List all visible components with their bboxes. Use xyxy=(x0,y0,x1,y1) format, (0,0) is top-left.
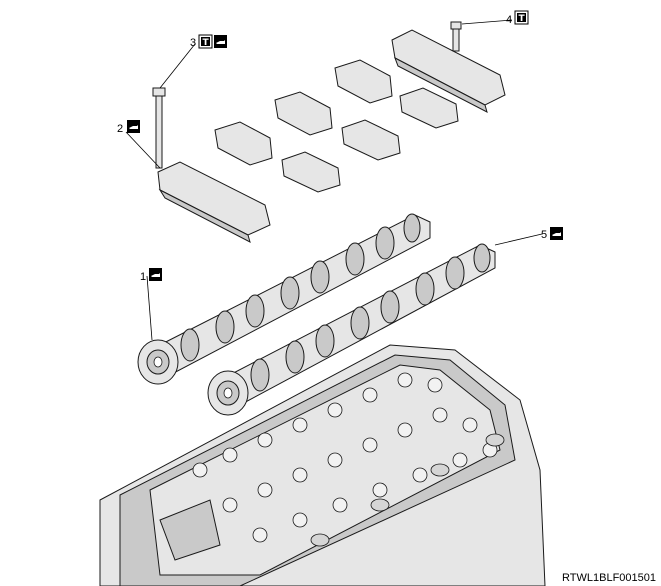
callout-3: 3 T xyxy=(190,34,227,49)
camshaft-5 xyxy=(207,243,496,416)
reference-code: RTWL1BLF001501 xyxy=(562,572,656,584)
callout-4: 4 T xyxy=(506,10,529,26)
leader-line-2 xyxy=(125,131,161,169)
callout-number: 2 xyxy=(117,123,123,135)
torque-letter: T xyxy=(203,38,210,48)
callout-number: 5 xyxy=(541,229,547,241)
torque-icon: T xyxy=(198,34,213,49)
callout-5: 5 xyxy=(541,227,563,241)
leader-line-4 xyxy=(461,19,513,25)
cylinder-head xyxy=(99,344,546,586)
callout-2: 2 xyxy=(117,120,140,135)
callout-number: 4 xyxy=(506,14,512,26)
leader-line-1 xyxy=(146,275,153,341)
torque-letter: T xyxy=(519,14,526,24)
bearing-caps xyxy=(157,29,506,243)
callout-number: 1 xyxy=(140,271,146,283)
oil-can-icon xyxy=(550,227,563,240)
leader-line-5 xyxy=(494,233,543,246)
oil-can-icon xyxy=(127,120,140,133)
oil-can-icon xyxy=(149,268,162,281)
bolt-item-3 xyxy=(152,87,166,169)
callout-number: 3 xyxy=(190,37,196,49)
torque-icon: T xyxy=(514,10,529,25)
callout-1: 1 xyxy=(140,268,162,283)
bolt-item-4 xyxy=(450,21,462,52)
leader-line-3 xyxy=(159,43,196,89)
camshaft-1 xyxy=(137,213,431,385)
oil-can-icon xyxy=(214,35,227,48)
